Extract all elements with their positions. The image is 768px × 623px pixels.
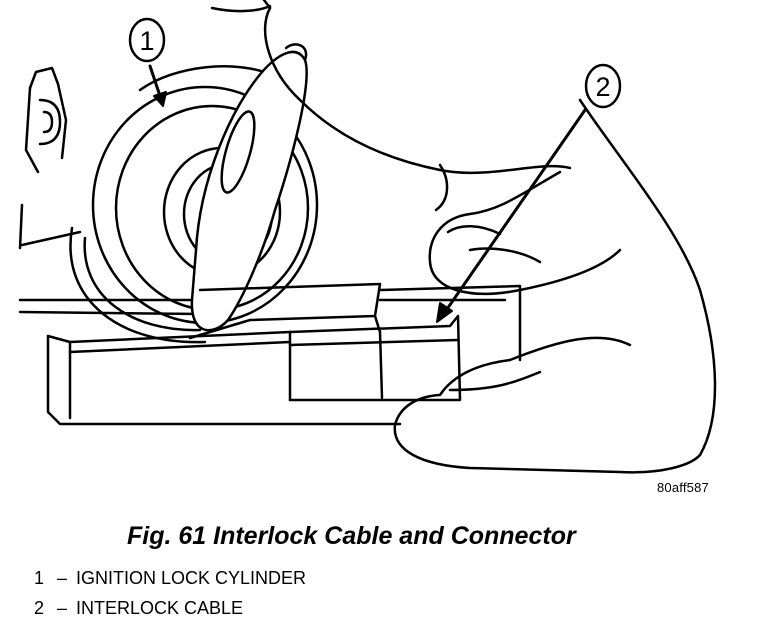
legend-item: 1–IGNITION LOCK CYLINDER — [34, 563, 306, 593]
callout-1-number: 1 — [139, 26, 154, 56]
steering-column-bracket — [18, 66, 68, 250]
callout-2-number: 2 — [595, 72, 610, 102]
legend-separator: – — [56, 568, 67, 588]
legend-label: INTERLOCK CABLE — [76, 598, 244, 618]
legend-item: 2–INTERLOCK CABLE — [34, 593, 306, 623]
callout-1: 1 — [128, 17, 167, 107]
figure-caption: Fig. 61 Interlock Cable and Connector — [127, 522, 576, 550]
interlock-connector — [188, 282, 462, 402]
legend-number: 2 — [34, 598, 45, 618]
ignition-key — [190, 43, 308, 332]
legend-label: IGNITION LOCK CYLINDER — [76, 568, 307, 588]
legend-separator: – — [56, 598, 67, 618]
legend-number: 1 — [34, 568, 45, 588]
image-id: 80aff587 — [657, 480, 709, 495]
callout-2: 2 — [436, 63, 622, 323]
line-drawing: 1 2 — [18, 0, 717, 474]
callout-legend: 1–IGNITION LOCK CYLINDER 2–INTERLOCK CAB… — [34, 563, 306, 623]
column-housing — [18, 230, 522, 426]
hand — [210, 0, 717, 474]
